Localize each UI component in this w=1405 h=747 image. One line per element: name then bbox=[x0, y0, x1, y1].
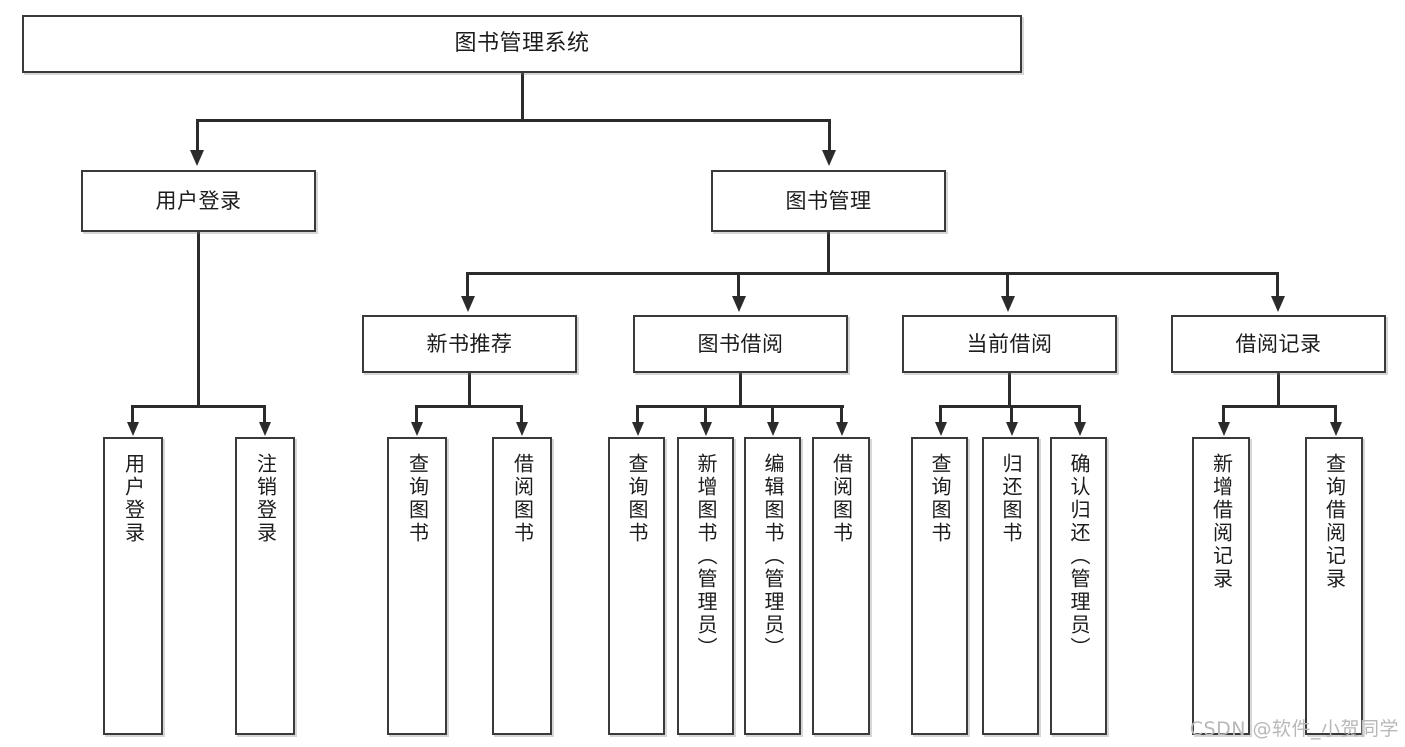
edge-cb-drop-2 bbox=[1010, 405, 1013, 423]
edge-nbr-drop-1 bbox=[415, 405, 418, 423]
node-label: 新书推荐 bbox=[426, 331, 513, 356]
node-book-borrow[interactable]: 图书借阅 bbox=[633, 315, 848, 373]
edge-root-drop-right bbox=[828, 119, 831, 151]
arrow-to-user-login bbox=[190, 150, 204, 166]
arrow-to-nbr-leaf-2 bbox=[516, 422, 528, 436]
leaf-cb-return-book[interactable]: 归还图书 bbox=[982, 437, 1039, 735]
leaf-br-add-record[interactable]: 新增借阅记录 bbox=[1192, 437, 1250, 735]
node-label: 用户登录 bbox=[155, 188, 242, 213]
edge-bm-drop-3 bbox=[1006, 272, 1009, 297]
arrow-to-br-leaf-1 bbox=[1218, 422, 1230, 436]
edge-br-drop-2 bbox=[1334, 405, 1337, 423]
node-user-login[interactable]: 用户登录 bbox=[81, 170, 316, 232]
edge-book-manage-bus bbox=[466, 272, 1278, 275]
edge-bm-drop-2 bbox=[737, 272, 740, 297]
arrow-to-borrow-record bbox=[1271, 296, 1285, 312]
edge-bm-drop-1 bbox=[466, 272, 469, 297]
arrow-to-bb-leaf-3 bbox=[767, 422, 779, 436]
arrow-to-leaf-logout bbox=[259, 422, 271, 436]
node-label: 图书借阅 bbox=[697, 331, 784, 356]
arrow-to-current-borrow bbox=[1001, 296, 1015, 312]
edge-bb-drop-3 bbox=[771, 405, 774, 423]
arrow-to-cb-leaf-3 bbox=[1074, 422, 1086, 436]
arrow-to-br-leaf-2 bbox=[1330, 422, 1342, 436]
leaf-bb-query-book[interactable]: 查询图书 bbox=[608, 437, 665, 735]
arrow-to-leaf-user-login bbox=[127, 422, 139, 436]
edge-cb-drop-1 bbox=[939, 405, 942, 423]
node-label: 查询图书 bbox=[625, 453, 649, 545]
edge-user-login-drop-2 bbox=[263, 405, 266, 423]
leaf-bb-borrow-book[interactable]: 借阅图书 bbox=[812, 437, 870, 735]
node-label: 确认归还（管理员） bbox=[1067, 453, 1091, 660]
node-label: 图书管理 bbox=[785, 188, 872, 213]
edge-bm-drop-4 bbox=[1276, 272, 1279, 297]
edge-user-login-stem bbox=[197, 232, 200, 407]
edge-cb-bus bbox=[939, 405, 1080, 408]
edge-root-drop-left bbox=[196, 119, 199, 151]
node-new-book-recommend[interactable]: 新书推荐 bbox=[362, 315, 577, 373]
leaf-br-query-record[interactable]: 查询借阅记录 bbox=[1305, 437, 1363, 735]
node-label: 借阅记录 bbox=[1235, 331, 1322, 356]
node-borrow-record[interactable]: 借阅记录 bbox=[1171, 315, 1386, 373]
leaf-logout[interactable]: 注销登录 bbox=[235, 437, 295, 735]
edge-br-stem bbox=[1277, 373, 1280, 407]
arrow-to-bb-leaf-4 bbox=[836, 422, 848, 436]
edge-user-login-bus bbox=[131, 405, 265, 408]
leaf-user-login[interactable]: 用户登录 bbox=[103, 437, 163, 735]
edge-book-manage-stem bbox=[827, 232, 830, 274]
node-root-system[interactable]: 图书管理系统 bbox=[22, 15, 1022, 73]
edge-bb-drop-4 bbox=[840, 405, 843, 423]
edge-nbr-drop-2 bbox=[520, 405, 523, 423]
edge-cb-drop-3 bbox=[1078, 405, 1081, 423]
arrow-to-cb-leaf-1 bbox=[935, 422, 947, 436]
node-label: 新增图书（管理员） bbox=[694, 453, 718, 660]
node-label: 编辑图书（管理员） bbox=[761, 453, 785, 660]
edge-br-bus bbox=[1222, 405, 1336, 408]
edge-bb-drop-2 bbox=[704, 405, 707, 423]
arrow-to-book-manage bbox=[822, 150, 836, 166]
node-label: 借阅图书 bbox=[510, 453, 535, 545]
node-label: 用户登录 bbox=[121, 453, 146, 545]
node-book-manage[interactable]: 图书管理 bbox=[711, 170, 946, 232]
node-label: 新增借阅记录 bbox=[1209, 453, 1234, 591]
edge-bb-bus bbox=[636, 405, 844, 408]
node-label: 图书管理系统 bbox=[454, 31, 590, 57]
leaf-cb-query-book[interactable]: 查询图书 bbox=[911, 437, 968, 735]
node-label: 查询图书 bbox=[405, 453, 430, 545]
leaf-nbr-borrow-book[interactable]: 借阅图书 bbox=[492, 437, 552, 735]
node-label: 借阅图书 bbox=[829, 453, 854, 545]
edge-root-bus bbox=[196, 119, 830, 122]
node-label: 归还图书 bbox=[999, 453, 1023, 545]
leaf-nbr-query-book[interactable]: 查询图书 bbox=[387, 437, 447, 735]
node-label: 当前借阅 bbox=[966, 331, 1053, 356]
node-label: 查询借阅记录 bbox=[1322, 453, 1347, 591]
edge-nbr-stem bbox=[468, 373, 471, 407]
arrow-to-book-borrow bbox=[732, 296, 746, 312]
edge-cb-stem bbox=[1008, 373, 1011, 407]
leaf-bb-edit-book[interactable]: 编辑图书（管理员） bbox=[744, 437, 801, 735]
arrow-to-bb-leaf-1 bbox=[632, 422, 644, 436]
arrow-to-cb-leaf-2 bbox=[1006, 422, 1018, 436]
edge-bb-drop-1 bbox=[636, 405, 639, 423]
edge-root-stem bbox=[521, 73, 524, 121]
node-current-borrow[interactable]: 当前借阅 bbox=[902, 315, 1117, 373]
arrow-to-new-book bbox=[461, 296, 475, 312]
edge-br-drop-1 bbox=[1222, 405, 1225, 423]
leaf-cb-confirm-return[interactable]: 确认归还（管理员） bbox=[1050, 437, 1107, 735]
arrow-to-bb-leaf-2 bbox=[700, 422, 712, 436]
leaf-bb-add-book[interactable]: 新增图书（管理员） bbox=[677, 437, 734, 735]
edge-user-login-drop-1 bbox=[131, 405, 134, 423]
edge-bb-stem bbox=[739, 373, 742, 407]
arrow-to-nbr-leaf-1 bbox=[411, 422, 423, 436]
node-label: 注销登录 bbox=[253, 453, 278, 545]
node-label: 查询图书 bbox=[928, 453, 952, 545]
edge-nbr-bus bbox=[415, 405, 523, 408]
